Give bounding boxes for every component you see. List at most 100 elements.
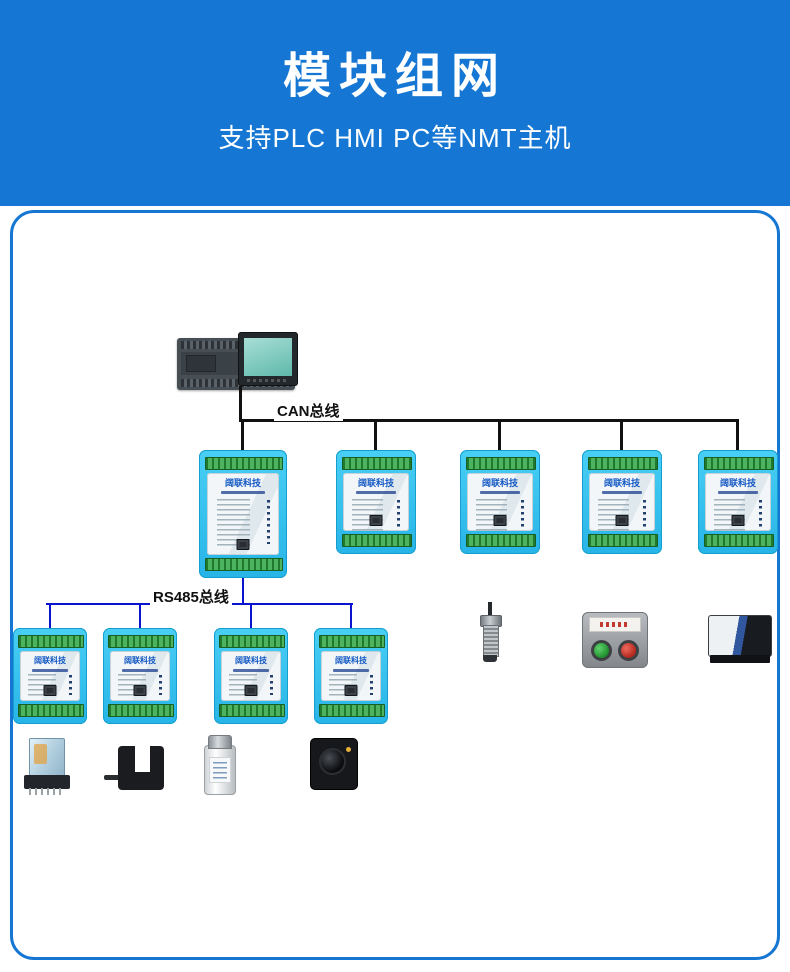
u-slot-photo-sensor-icon [104,744,166,792]
terminal-block-top-icon [219,635,285,648]
terminal-block-bottom-icon [319,704,385,717]
stop-button [618,640,639,661]
rs485-module-1: 阔联科技 [13,628,87,724]
can-io-module-2: 阔联科技 [460,450,540,554]
can-bus-label: CAN总线 [274,400,343,421]
module-usb-port-icon [344,685,358,696]
start-button [591,640,612,661]
module-model-bar [121,669,159,672]
terminal-block-bottom-icon [108,704,174,717]
module-brand-text: 阔联科技 [124,656,156,665]
module-usb-port-icon [493,515,507,526]
relay-coil [34,744,47,764]
capacitive-level-sensor-icon [198,735,242,797]
sensor-cable [488,602,492,616]
terminal-block-bottom-icon [465,534,537,547]
module-led-column [266,500,270,544]
terminal-block-bottom-icon [341,534,413,547]
terminal-block-bottom-icon [18,704,84,717]
module-brand-text: 阔联科技 [719,478,756,488]
rs485-drop-module-3 [250,605,252,628]
module-usb-port-icon [133,685,147,696]
module-model-bar [356,491,396,494]
module-front-label: 阔联科技 [109,651,171,701]
module-led-column [270,675,274,695]
module-led-column [370,675,374,695]
terminal-block-top-icon [587,457,659,470]
sensor-indicator [346,747,351,752]
header-banner: 模块组网 支持PLC HMI PC等NMT主机 [0,0,790,206]
rs485-module-2: 阔联科技 [103,628,177,724]
can-drop-gateway [241,421,244,450]
module-usb-port-icon [236,539,250,550]
terminal-block-bottom-icon [219,704,285,717]
hmi-screen [244,338,292,376]
hmi-button-row [247,379,289,382]
sensor-cable [104,775,122,780]
photoelectric-sensor-icon [310,738,358,790]
module-led-column [643,500,647,528]
module-brand-text: 阔联科技 [357,478,394,488]
module-front-label: 阔联科技 [19,651,81,701]
module-model-bar [480,491,520,494]
can-drop-module-1 [374,421,377,450]
diagram-panel [10,210,780,960]
page-title: 模块组网 [282,50,507,103]
hmi-panel [238,332,298,386]
module-led-column [159,675,163,695]
terminal-block-top-icon [319,635,385,648]
rs485-module-4: 阔联科技 [314,628,388,724]
can-bus-riser-line [239,386,242,420]
rs485-drop-module-2 [139,605,141,628]
module-model-bar [332,669,370,672]
rs485-bus-label: RS485总线 [150,586,232,607]
module-brand-text: 阔联科技 [335,656,367,665]
terminal-block-top-icon [108,635,174,648]
module-front-label: 阔联科技 [343,473,409,531]
button-box-label [589,617,641,632]
module-model-bar [718,491,758,494]
module-led-column [759,500,763,528]
relay-with-socket-icon [24,738,70,795]
can-bus-horizontal-line [239,419,739,422]
relay-blue-icon [708,615,772,665]
module-model-bar [602,491,642,494]
module-led-column [69,675,73,695]
module-model-bar [31,669,69,672]
relay-base [710,655,770,663]
terminal-block-top-icon [205,457,283,470]
terminal-block-top-icon [465,457,537,470]
module-model-bar [221,491,265,494]
can-io-module-4: 阔联科技 [698,450,778,554]
plc-led-block [186,355,216,372]
rs485-drop-module-4 [350,605,352,628]
module-front-label: 阔联科技 [320,651,382,701]
sensor-cap [208,735,232,749]
terminal-block-top-icon [18,635,84,648]
terminal-block-bottom-icon [587,534,659,547]
module-brand-text: 阔联科技 [603,478,640,488]
sensor-tip [483,655,497,662]
page-subtitle: 支持PLC HMI PC等NMT主机 [218,123,572,153]
can-io-module-1: 阔联科技 [336,450,416,554]
module-usb-port-icon [369,515,383,526]
sensor-slot [135,746,150,772]
can-drop-module-2 [498,421,501,450]
rs485-drop-module-1 [49,605,51,628]
relay-body [708,615,772,657]
terminal-block-top-icon [703,457,775,470]
can-gateway-module: 阔联科技 [199,450,287,578]
module-model-bar [232,669,270,672]
terminal-block-bottom-icon [205,558,283,571]
plc-terminal-row-top [181,341,291,349]
module-usb-port-icon [43,685,57,696]
module-usb-port-icon [731,515,745,526]
module-brand-text: 阔联科技 [34,656,66,665]
module-front-label: 阔联科技 [589,473,655,531]
module-usb-port-icon [244,685,258,696]
module-usb-port-icon [615,515,629,526]
module-front-label: 阔联科技 [467,473,533,531]
can-drop-module-4 [736,421,739,450]
module-front-label: 阔联科技 [206,473,280,555]
